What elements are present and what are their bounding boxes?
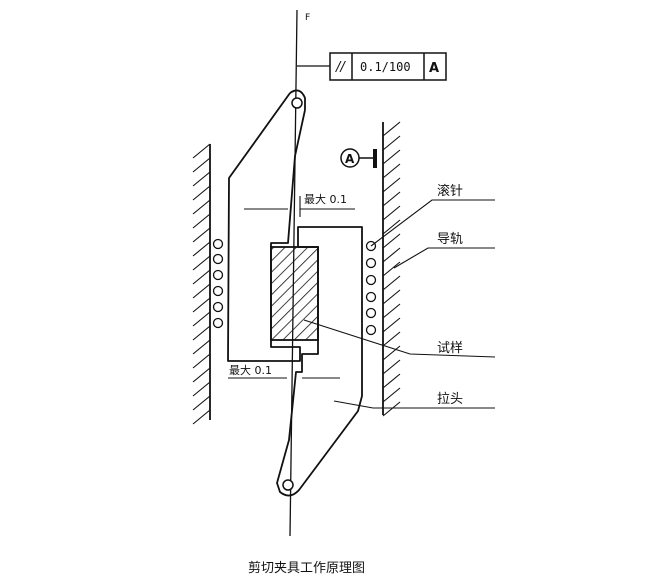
guide-rail-leader <box>393 247 495 269</box>
datum-marker: A <box>340 148 377 168</box>
right-guide-rail <box>382 121 401 417</box>
diagram-caption: 剪切夹具工作原理图 <box>248 560 365 576</box>
lower-pin-hole <box>282 479 294 491</box>
specimen-label: 试样 <box>437 341 463 356</box>
needle-roller-label: 滚针 <box>437 183 463 199</box>
specimen-block <box>270 246 319 341</box>
parallelism-symbol: // <box>335 60 346 75</box>
svg-text:A: A <box>345 152 355 166</box>
parallelism-tolerance-frame: // 0.1/100 A <box>297 52 447 81</box>
upper-dimension-label: 最大 0.1 <box>304 192 347 206</box>
needle-roller-leader <box>370 199 495 247</box>
guide-rail-label: 导轨 <box>437 232 463 247</box>
grip-label: 拉头 <box>437 392 463 407</box>
left-guide-rail <box>192 143 211 425</box>
upper-grip-body <box>227 92 306 362</box>
lower-dimension-label: 最大 0.1 <box>229 363 272 377</box>
tolerance-value: 0.1/100 <box>360 60 411 74</box>
left-needle-rollers <box>212 238 224 329</box>
datum-reference: A <box>429 61 439 76</box>
right-needle-rollers <box>365 240 377 336</box>
lower-grip-body <box>276 226 363 497</box>
upper-dimension: 最大 0.1 <box>244 192 355 217</box>
grip-leader <box>333 400 495 409</box>
specimen-leader <box>303 319 496 358</box>
upper-pin-hole <box>291 97 303 109</box>
lower-dimension: 最大 0.1 <box>228 363 340 379</box>
force-label: F <box>305 13 310 23</box>
